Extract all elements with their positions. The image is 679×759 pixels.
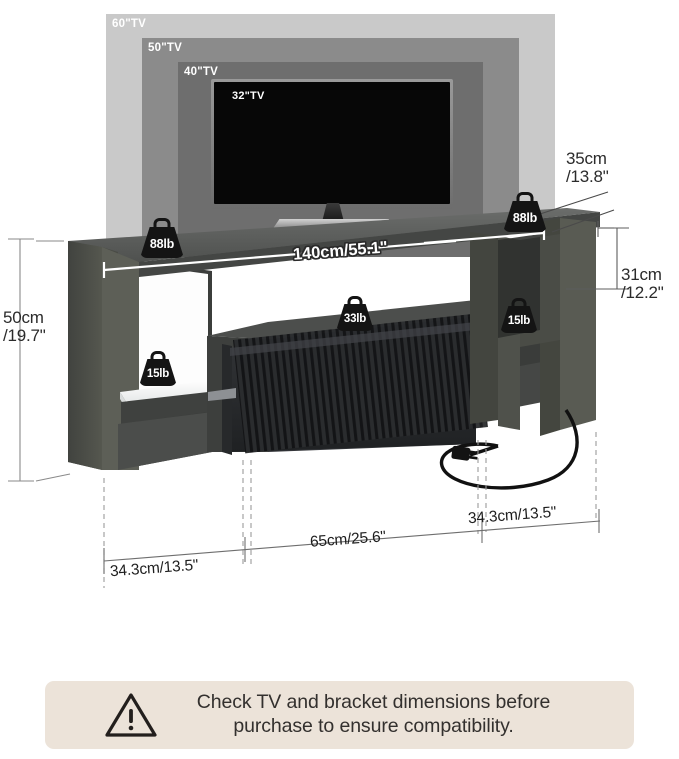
weight-label: 15lb: [146, 368, 170, 380]
weight-body: 15lb: [500, 306, 538, 333]
tv-size-label-60: 60"TV: [112, 18, 146, 30]
weight-handle-icon: [153, 218, 171, 229]
weight-handle-icon: [347, 296, 363, 306]
weight-body: 15lb: [139, 359, 177, 386]
compatibility-warning-banner: Check TV and bracket dimensions before p…: [45, 681, 634, 749]
weight-label: 88lb: [512, 211, 538, 225]
tv-size-label-40: 40"TV: [184, 66, 218, 78]
weight-badge-top-left: 88lb: [140, 218, 184, 258]
tv-size-label-50: 50"TV: [148, 42, 182, 54]
warning-text-line2: purchase to ensure compatibility.: [233, 715, 514, 737]
weight-badge-shelf-left: 15lb: [139, 351, 177, 386]
weight-label: 88lb: [149, 237, 175, 251]
weight-badge-shelf-right: 15lb: [500, 298, 538, 333]
weight-handle-icon: [511, 298, 527, 308]
tv-size-label-32: 32"TV: [232, 90, 265, 102]
tv-screen: [214, 82, 450, 204]
dimension-label-opening-height: 31cm /12.2": [621, 265, 664, 302]
weight-body: 88lb: [503, 201, 547, 232]
weight-handle-icon: [150, 351, 166, 361]
tv-stand-neck: [322, 203, 344, 222]
warning-triangle-icon: [105, 693, 157, 737]
dimension-label-total-height: 50cm /19.7": [3, 308, 46, 345]
weight-handle-icon: [516, 192, 534, 203]
weight-label: 15lb: [507, 315, 531, 327]
weight-body: 33lb: [336, 304, 374, 331]
dimension-label-depth: 35cm /13.8": [566, 149, 609, 186]
warning-text-line1: Check TV and bracket dimensions before: [196, 691, 551, 714]
weight-label: 33lb: [343, 313, 367, 325]
weight-body: 88lb: [140, 227, 184, 258]
warning-text: Check TV and bracket dimensions before p…: [173, 691, 574, 739]
weight-badge-top-right: 88lb: [503, 192, 547, 232]
weight-badge-drawer-top: 33lb: [336, 296, 374, 331]
